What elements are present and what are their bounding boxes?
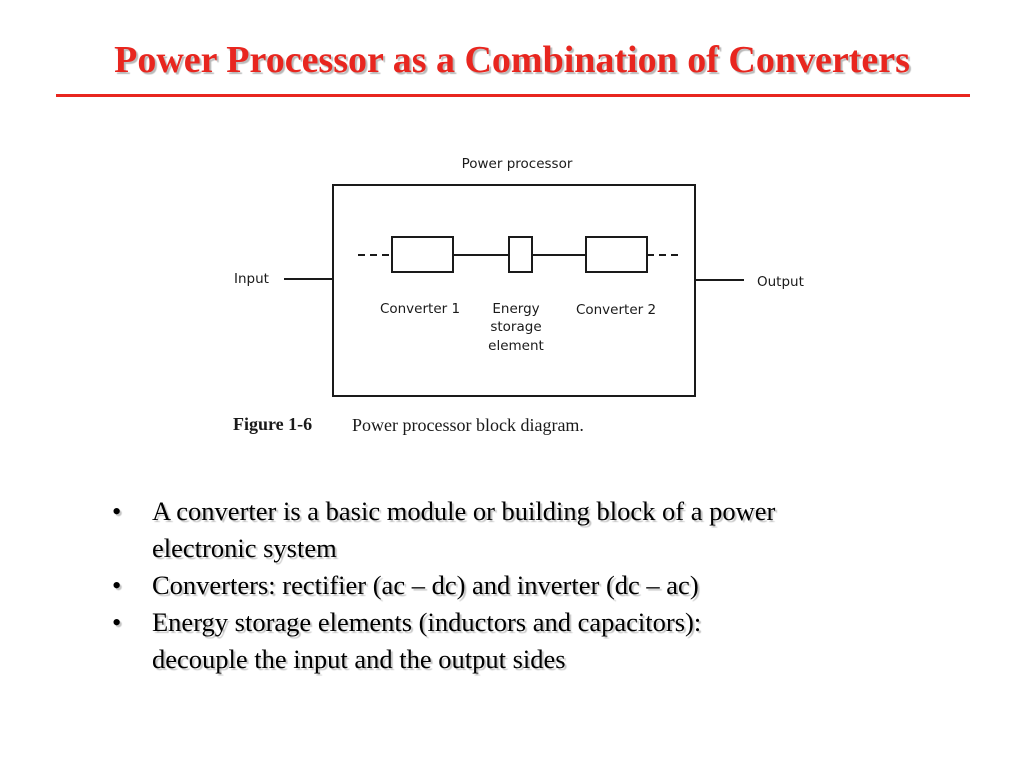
output-label: Output <box>757 274 804 290</box>
bullet-item: • A converter is a basic module or build… <box>112 493 932 567</box>
energy-storage-label-line-3: element <box>488 338 544 354</box>
figure-number: Figure 1-6 <box>233 414 312 434</box>
bullet-marker: • <box>112 570 122 600</box>
slide-title: Power Processor as a Combination of Conv… <box>114 39 910 81</box>
input-label: Input <box>234 271 269 287</box>
energy-storage-label-line-1: Energy <box>492 301 539 317</box>
converter-1-block <box>391 236 454 273</box>
power-processor-outline <box>332 184 696 397</box>
converter-2-block <box>585 236 648 273</box>
bullet-item: • Converters: rectifier (ac – dc) and in… <box>112 567 932 604</box>
bullet-line: Converters: rectifier (ac – dc) and inve… <box>152 570 699 600</box>
title-underline <box>56 94 970 97</box>
bullet-line: electronic system <box>152 533 337 563</box>
bullet-item: • Energy storage elements (inductors and… <box>112 604 932 678</box>
bullet-line: decouple the input and the output sides <box>152 644 566 674</box>
bullet-list: • A converter is a basic module or build… <box>112 493 932 678</box>
bullet-line: Energy storage elements (inductors and c… <box>152 607 702 637</box>
converter-1-label: Converter 1 <box>380 301 460 317</box>
figure-caption: Power processor block diagram. <box>352 415 584 435</box>
converter-2-label: Converter 2 <box>576 302 656 318</box>
energy-storage-block <box>508 236 533 273</box>
bullet-marker: • <box>112 607 122 637</box>
bullet-line: A converter is a basic module or buildin… <box>152 496 776 526</box>
bullet-marker: • <box>112 496 122 526</box>
diagram-heading: Power processor <box>462 156 573 172</box>
energy-storage-label-line-2: storage <box>490 319 541 335</box>
